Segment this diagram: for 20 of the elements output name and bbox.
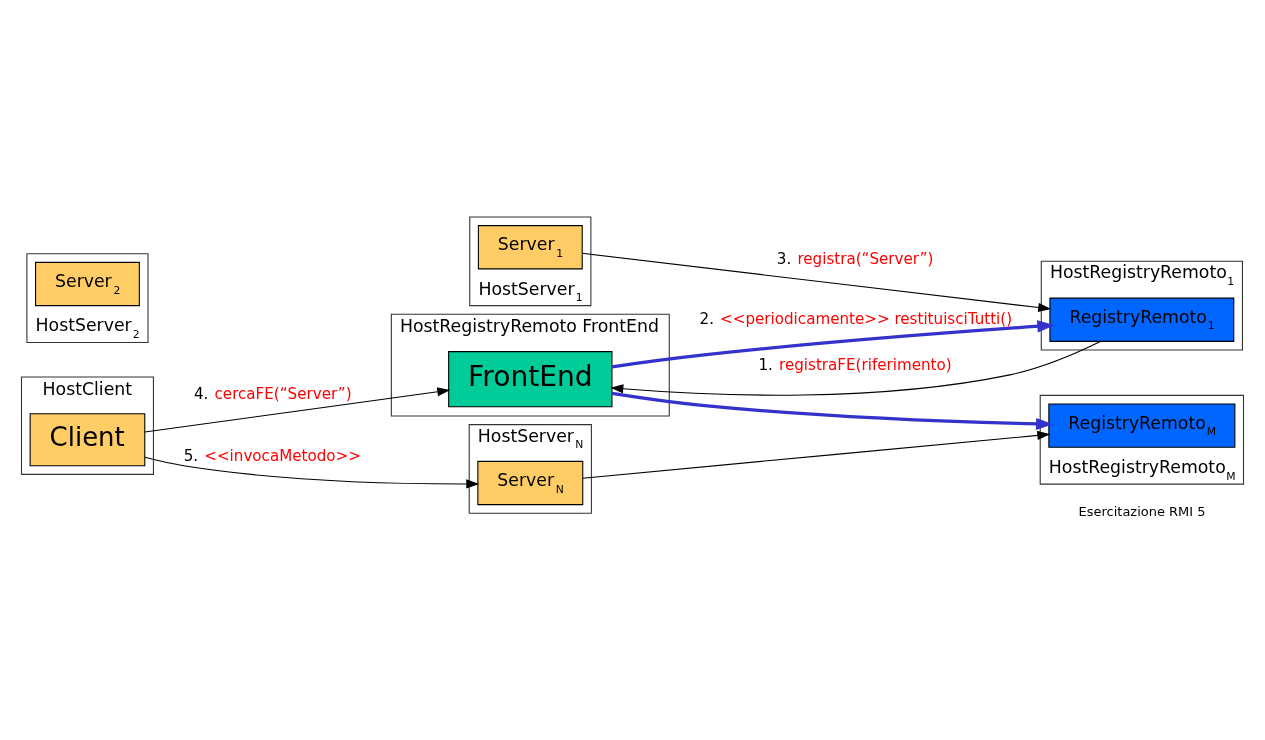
arrow [144, 456, 480, 489]
arrow [611, 320, 1055, 369]
arrow [611, 391, 1054, 431]
node-box: Server$_{N}$ [477, 460, 584, 506]
arrow [581, 252, 1052, 313]
arrow [610, 340, 1102, 396]
label: Esercitazione RMI 5 [1078, 503, 1206, 519]
edge-label: 2. <<periodicamente>> restituisciTutti() [699, 310, 1013, 329]
edge-label: 3. registra(“Server”) [776, 249, 934, 268]
node-box: Server$_{1}$ [477, 225, 583, 270]
edge-label: 1. registraFE(riferimento) [758, 355, 952, 374]
edge-label: 5. <<invocaMetodo>> [183, 446, 361, 465]
arrow [582, 430, 1051, 479]
node-box: FrontEnd [448, 351, 613, 408]
arrow [144, 387, 451, 433]
node-box: Client [29, 413, 146, 467]
node-box: RegistryRemoto$_{1}$ [1049, 297, 1235, 342]
node-box: Server$_{2}$ [35, 261, 140, 307]
node-box: RegistryRemoto$_{M}$ [1048, 403, 1236, 448]
edge-label: 4. cercaFE(“Server”) [193, 384, 352, 403]
